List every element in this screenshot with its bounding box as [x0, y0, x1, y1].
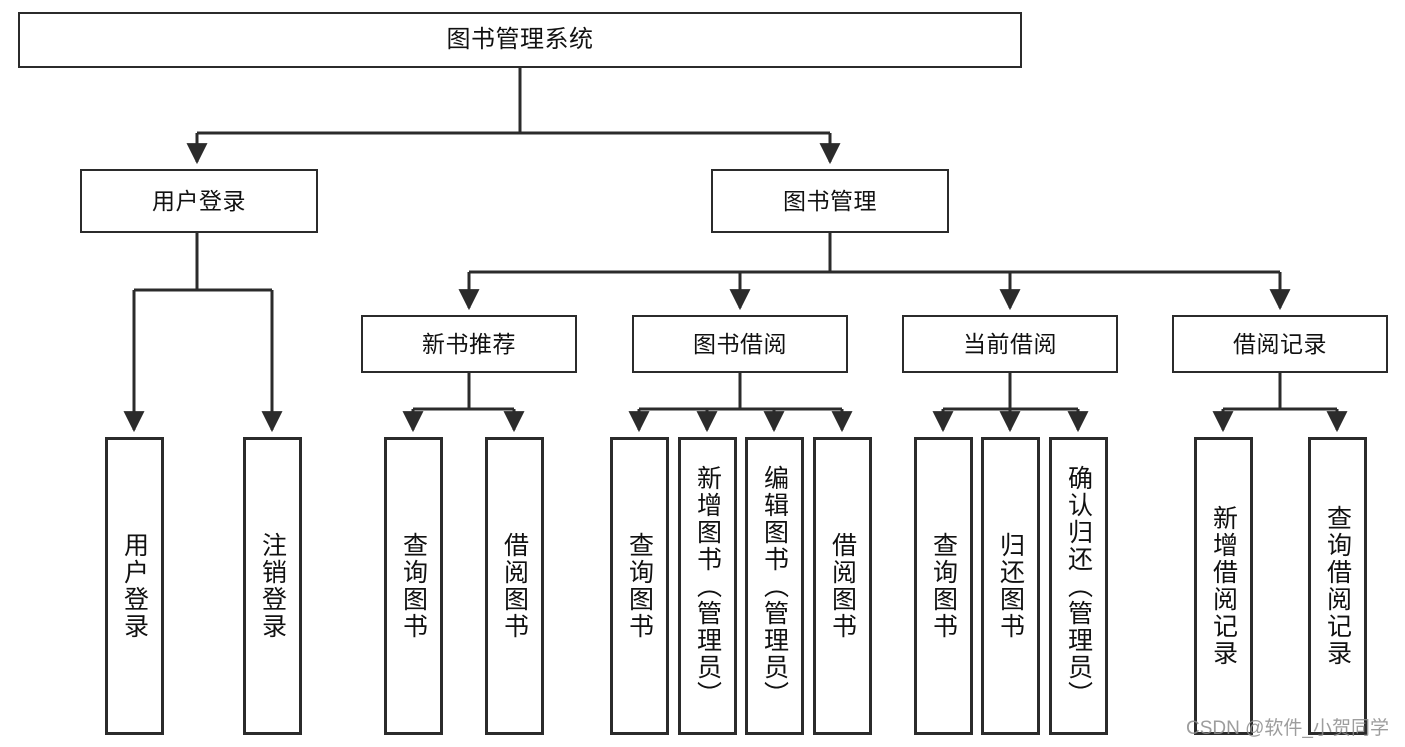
node-leaf-query-record-label: 查询借阅记录 — [1323, 505, 1352, 667]
node-leaf-logout-login-label: 注销登录 — [258, 532, 287, 640]
node-book-manage[interactable]: 图书管理 — [711, 169, 949, 233]
node-leaf-user-login-label: 用户登录 — [120, 532, 149, 640]
node-leaf-logout-login[interactable]: 注销登录 — [243, 437, 302, 735]
node-leaf-confirm-return-label: 确认归还（管理员） — [1064, 464, 1093, 708]
node-leaf-confirm-return[interactable]: 确认归还（管理员） — [1049, 437, 1108, 735]
node-leaf-borrow-book-2-label: 借阅图书 — [828, 532, 857, 640]
node-leaf-return-book[interactable]: 归还图书 — [981, 437, 1040, 735]
node-leaf-query-book-3-label: 查询图书 — [929, 532, 958, 640]
node-borrow-record-label: 借阅记录 — [1233, 330, 1327, 357]
node-book-borrow[interactable]: 图书借阅 — [632, 315, 848, 373]
node-leaf-query-record[interactable]: 查询借阅记录 — [1308, 437, 1367, 735]
node-leaf-edit-book-label: 编辑图书（管理员） — [760, 464, 789, 708]
node-leaf-return-book-label: 归还图书 — [996, 532, 1025, 640]
node-root-label: 图书管理系统 — [446, 26, 594, 54]
node-leaf-borrow-book-2[interactable]: 借阅图书 — [813, 437, 872, 735]
node-leaf-borrow-book-1[interactable]: 借阅图书 — [485, 437, 544, 735]
node-leaf-query-book-2-label: 查询图书 — [625, 532, 654, 640]
node-current-borrow[interactable]: 当前借阅 — [902, 315, 1118, 373]
node-new-book-rec[interactable]: 新书推荐 — [361, 315, 577, 373]
node-user-login-label: 用户登录 — [152, 187, 246, 214]
node-leaf-add-record[interactable]: 新增借阅记录 — [1194, 437, 1253, 735]
node-leaf-user-login[interactable]: 用户登录 — [105, 437, 164, 735]
csdn-watermark: CSDN @软件_小贺同学 — [1186, 718, 1389, 739]
node-leaf-edit-book[interactable]: 编辑图书（管理员） — [745, 437, 804, 735]
node-book-borrow-label: 图书借阅 — [693, 330, 787, 357]
node-leaf-borrow-book-1-label: 借阅图书 — [500, 532, 529, 640]
node-leaf-query-book-1[interactable]: 查询图书 — [384, 437, 443, 735]
node-user-login[interactable]: 用户登录 — [80, 169, 318, 233]
node-root[interactable]: 图书管理系统 — [18, 12, 1022, 68]
node-leaf-query-book-1-label: 查询图书 — [399, 532, 428, 640]
node-leaf-query-book-3[interactable]: 查询图书 — [914, 437, 973, 735]
node-book-manage-label: 图书管理 — [783, 187, 877, 214]
node-new-book-rec-label: 新书推荐 — [422, 330, 516, 357]
node-current-borrow-label: 当前借阅 — [963, 330, 1057, 357]
node-borrow-record[interactable]: 借阅记录 — [1172, 315, 1388, 373]
node-leaf-query-book-2[interactable]: 查询图书 — [610, 437, 669, 735]
node-leaf-add-record-label: 新增借阅记录 — [1209, 505, 1238, 667]
node-leaf-add-book-label: 新增图书（管理员） — [693, 464, 722, 708]
node-leaf-add-book[interactable]: 新增图书（管理员） — [678, 437, 737, 735]
